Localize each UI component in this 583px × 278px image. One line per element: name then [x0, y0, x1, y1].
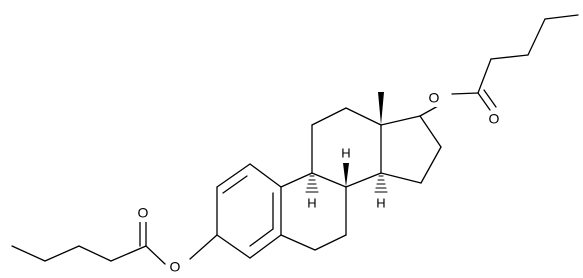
wedge-bond-c18-methyl	[378, 92, 384, 125]
double-bond-carbonyl-right	[483, 89, 497, 108]
atom-labels: O O O O H H H	[136, 90, 501, 276]
hash-bond-c9-h	[305, 175, 319, 193]
double-bond-c10-c1	[222, 175, 248, 194]
oxygen-label-right-carbonyl: O	[489, 111, 500, 127]
oxygen-label-c17-ester: O	[429, 90, 440, 106]
hydrogen-label-c8: H	[341, 145, 350, 160]
right-ester-bonds	[419, 14, 579, 117]
bond-c4-c6b	[280, 234, 316, 251]
bond-c11-c12	[311, 107, 347, 126]
bond-c10-c1	[216, 163, 251, 188]
bond-c8-c9	[311, 172, 347, 188]
bond-c6-c7	[314, 234, 347, 251]
double-bond-c3-c4	[249, 228, 274, 247]
bond-c2-c3	[216, 234, 251, 259]
bond-c16-c15	[420, 146, 442, 184]
bond-chain-left-1	[110, 245, 147, 262]
bond-o-carbonyl-c	[145, 245, 166, 265]
bond-c5-c10	[249, 163, 282, 188]
ring-b-bonds	[280, 172, 347, 251]
bond-chain-right-3	[527, 18, 546, 56]
bond-c15-c14	[380, 172, 422, 184]
bond-chain-left-4	[11, 245, 46, 262]
hash-bond-c14-h	[374, 175, 388, 193]
bond-c3-c4	[249, 234, 282, 259]
bond-chain-left-3	[44, 245, 80, 262]
hydrogen-label-c9: H	[307, 195, 316, 210]
wedge-bond-c8-h	[343, 163, 349, 187]
ring-c-bonds	[311, 107, 382, 188]
bond-c3-o	[189, 234, 218, 260]
hydrogen-label-c14: H	[376, 195, 385, 210]
oxygen-label-left-carbonyl: O	[138, 205, 149, 221]
bond-c13-c17	[380, 115, 421, 126]
bond-chain-right-1	[477, 58, 492, 94]
bond-o-carbonyl-c-right	[451, 92, 479, 95]
bond-chain-right-4	[544, 14, 579, 20]
bond-c17-c16	[419, 115, 442, 148]
bond-c12-c13	[345, 107, 382, 126]
bond-chain-left-2	[78, 245, 112, 262]
bond-c5-c6	[280, 172, 313, 188]
left-ester-bonds	[11, 219, 218, 265]
bond-c17-o	[419, 105, 439, 117]
ring-a-bonds	[216, 163, 282, 259]
bond-c14-c8	[345, 172, 382, 188]
bond-carbonyl-c-o-right	[477, 92, 491, 111]
oxygen-label-c3-ester: O	[170, 259, 181, 275]
bond-chain-right-2	[490, 54, 529, 60]
ring-d-bonds	[380, 115, 442, 184]
